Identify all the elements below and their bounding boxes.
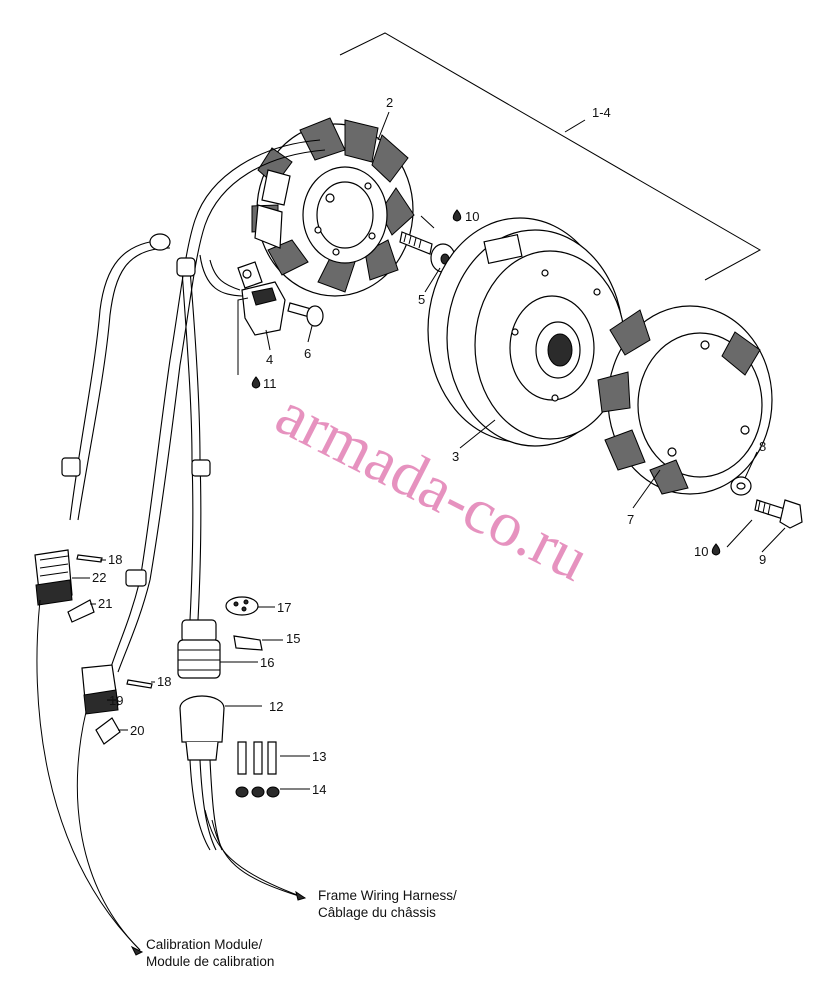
label-7: 7 <box>627 512 634 527</box>
label-22: 22 <box>92 570 106 585</box>
notes: Frame Wiring Harness/ Câblage du châssis… <box>146 888 457 969</box>
label-6: 6 <box>304 346 311 361</box>
pickup-sensor <box>237 261 286 336</box>
clip-20 <box>95 717 121 745</box>
pin-18-upper <box>76 554 103 563</box>
label-16: 16 <box>260 655 274 670</box>
label-14: 14 <box>312 782 326 797</box>
label-2: 2 <box>386 95 393 110</box>
connector-19 <box>81 664 119 715</box>
rotor <box>427 217 626 447</box>
connector-12 <box>179 695 225 851</box>
part-labels: 1-4 2 3 4 5 6 7 8 9 10 10 11 12 13 14 15… <box>92 95 766 797</box>
cap-17 <box>225 596 259 616</box>
note-pointers <box>36 599 307 956</box>
assembly-bracket <box>339 32 762 281</box>
stator-poles <box>251 117 415 293</box>
label-8: 8 <box>759 439 766 454</box>
bolt-9 <box>754 499 803 529</box>
label-19: 19 <box>109 693 123 708</box>
label-15: 15 <box>286 631 300 646</box>
terminals-13 <box>237 741 277 775</box>
pin-18-lower <box>126 679 153 689</box>
seals-14 <box>235 786 280 798</box>
label-10-lower: 10 <box>694 544 708 559</box>
label-3: 3 <box>452 449 459 464</box>
terminal-15 <box>233 635 263 651</box>
note-frame-line1: Frame Wiring Harness/ <box>318 888 457 903</box>
label-18-upper: 18 <box>108 552 122 567</box>
label-11: 11 <box>263 376 277 391</box>
screw-6 <box>287 302 324 327</box>
label-13: 13 <box>312 749 326 764</box>
note-calib-line2: Module de calibration <box>146 954 274 969</box>
label-12: 12 <box>269 699 283 714</box>
connector-16 <box>177 619 221 679</box>
clip-21 <box>67 599 95 623</box>
label-21: 21 <box>98 596 112 611</box>
label-4: 4 <box>266 352 273 367</box>
drop-icon-10-upper <box>452 209 462 222</box>
trigger-wheel <box>597 305 773 495</box>
label-20: 20 <box>130 723 144 738</box>
note-frame-line2: Câblage du châssis <box>318 905 436 920</box>
drop-icon-11 <box>251 376 261 389</box>
note-calib-line1: Calibration Module/ <box>146 937 263 952</box>
drop-icon-10-lower <box>711 543 721 556</box>
wire-harness <box>61 139 326 673</box>
label-18-lower: 18 <box>157 674 171 689</box>
label-10-upper: 10 <box>465 209 479 224</box>
label-17: 17 <box>277 600 291 615</box>
label-5: 5 <box>418 292 425 307</box>
label-9: 9 <box>759 552 766 567</box>
stator <box>251 117 415 297</box>
connector-22 <box>34 549 73 606</box>
label-assembly: 1-4 <box>592 105 611 120</box>
washer-8 <box>730 476 752 496</box>
leader-lines <box>72 111 786 790</box>
